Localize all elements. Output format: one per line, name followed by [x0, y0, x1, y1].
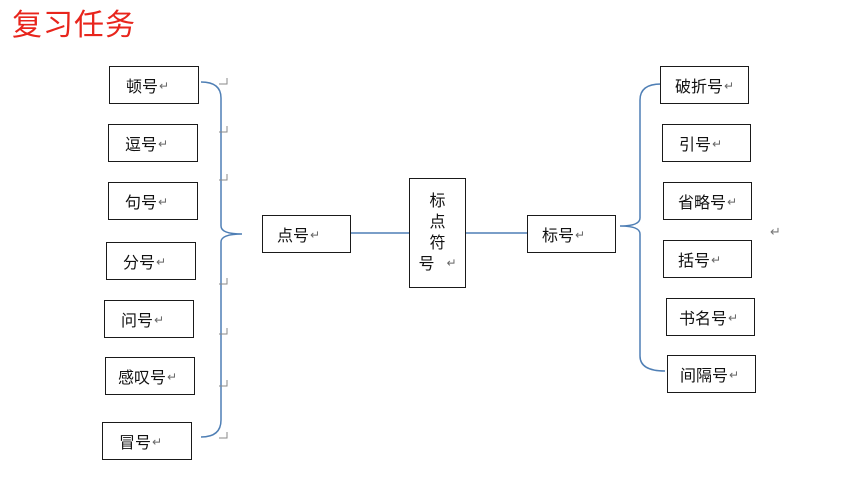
node-gantanhao: 感叹号↵: [105, 357, 195, 395]
node-label: 分号: [123, 253, 156, 272]
node-pozhehao: 破折号↵: [660, 66, 749, 104]
page-title: 复习任务: [12, 8, 136, 43]
left-brace: [200, 81, 243, 438]
root-char: 点: [429, 212, 446, 231]
node-wenhao: 问号↵: [104, 300, 194, 338]
node-label: 间隔号: [680, 366, 729, 385]
return-mark: ↵: [167, 370, 178, 384]
return-mark: ↵: [152, 435, 163, 449]
node-label: 标号: [542, 226, 575, 245]
node-shenglvehao: 省略号↵: [663, 182, 752, 220]
return-mark: ↵: [728, 311, 739, 325]
node-label: 感叹号: [118, 368, 167, 387]
return-mark: ↵: [159, 79, 170, 93]
return-mark: ↵: [446, 256, 457, 270]
return-mark: ↵: [156, 255, 167, 269]
node-shuminghao: 书名号↵: [666, 298, 755, 336]
node-label: 破折号: [675, 77, 724, 96]
node-douhao: 逗号↵: [108, 124, 198, 162]
node-label: 顿号: [126, 77, 159, 96]
node-label: 点号: [277, 226, 310, 245]
return-mark: ↵: [310, 228, 321, 242]
node-label: 问号: [121, 311, 154, 330]
root-char-last: 号: [418, 254, 435, 273]
return-mark: ↵: [158, 137, 169, 151]
root-char: 标: [429, 191, 446, 210]
node-root: 标 点 符 号↵: [409, 178, 466, 288]
root-char: 符: [429, 233, 446, 252]
node-dianhao: 点号↵: [262, 215, 351, 253]
return-mark: ↵: [158, 195, 169, 209]
return-mark: ↵: [712, 137, 723, 151]
node-kuohao: 括号↵: [663, 240, 752, 278]
stray-return-mark: ↵: [770, 225, 781, 240]
return-mark: ↵: [724, 79, 735, 93]
node-label: 句号: [125, 193, 158, 212]
node-maohao: 冒号↵: [102, 422, 192, 460]
node-label: 冒号: [119, 433, 152, 452]
right-brace: [619, 83, 666, 372]
return-mark: ↵: [575, 228, 586, 242]
node-juhao: 句号↵: [108, 182, 198, 220]
node-label: 逗号: [125, 135, 158, 154]
root-char: 号↵: [418, 253, 456, 276]
node-label: 引号: [679, 135, 712, 154]
left-return-marks: [219, 78, 228, 439]
node-yinhao: 引号↵: [662, 124, 751, 162]
node-label: 括号: [678, 251, 711, 270]
return-mark: ↵: [711, 253, 722, 267]
node-jiangehao: 间隔号↵: [667, 355, 756, 393]
node-label: 省略号: [678, 193, 727, 212]
node-biaohao: 标号↵: [527, 215, 616, 253]
return-mark: ↵: [154, 313, 165, 327]
node-label: 书名号: [679, 309, 728, 328]
return-mark: ↵: [729, 368, 740, 382]
node-dunhao: 顿号↵: [109, 66, 199, 104]
node-fenhao: 分号↵: [106, 242, 196, 280]
return-mark: ↵: [727, 195, 738, 209]
